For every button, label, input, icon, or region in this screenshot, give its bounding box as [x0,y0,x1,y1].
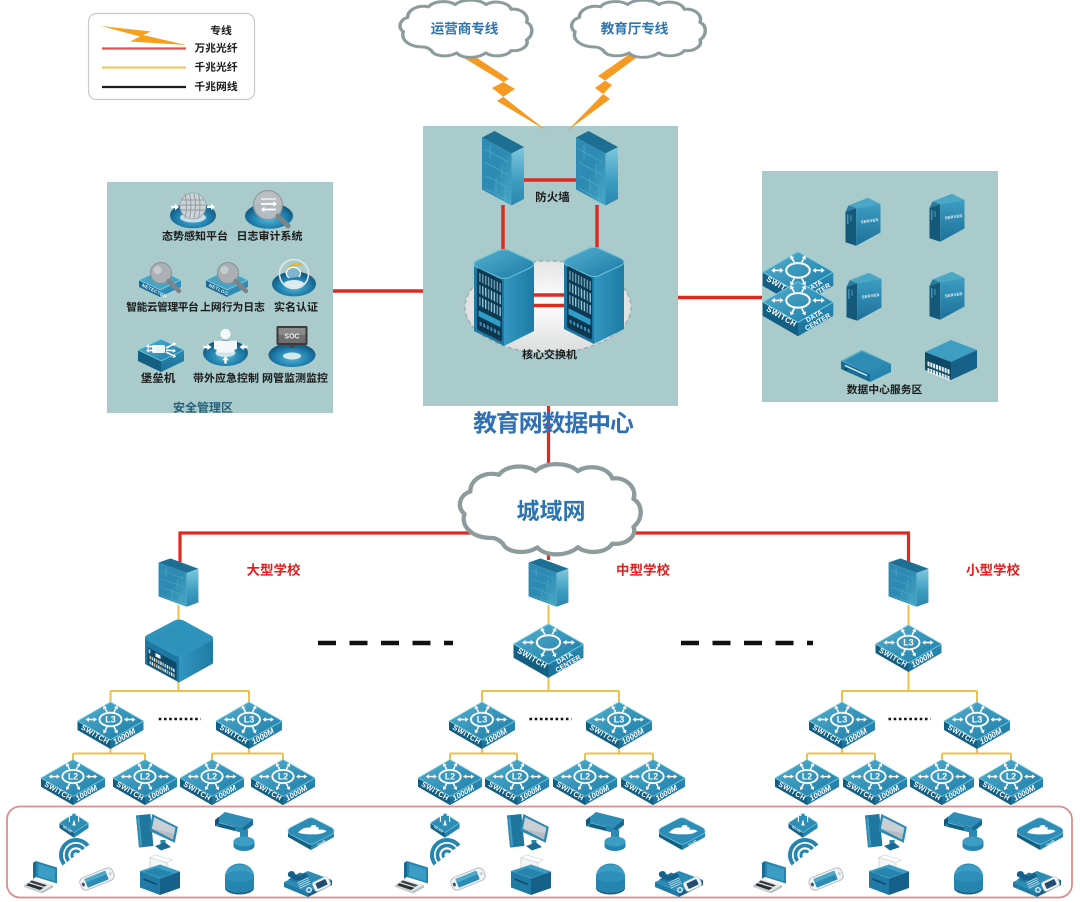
svg-text:L2: L2 [580,772,590,782]
svg-text:SERVER: SERVER [944,291,962,298]
svg-text:SERVER: SERVER [860,217,878,224]
svg-text:WLAN: WLAN [62,825,73,834]
svg-text:WLAN: WLAN [433,825,444,834]
svg-text:L2: L2 [937,772,947,782]
svg-text:L3: L3 [244,715,255,725]
svg-text:VoIP: VoIP [316,839,327,848]
svg-text:L3: L3 [614,715,625,725]
svg-text:WLAN: WLAN [791,825,802,834]
svg-text:L2: L2 [140,772,150,782]
svg-text:L2: L2 [1006,772,1016,782]
svg-text:L3: L3 [972,715,983,725]
svg-text:L3: L3 [105,715,116,725]
svg-text:L2: L2 [278,772,288,782]
svg-text:L3: L3 [477,715,488,725]
svg-text:L2: L2 [870,772,880,782]
svg-text:SERVER: SERVER [861,292,879,299]
svg-text:L2: L2 [68,772,78,782]
svg-text:L3: L3 [837,715,848,725]
svg-text:SERVER: SERVER [944,213,962,220]
svg-text:L2: L2 [802,772,812,782]
svg-text:SOC: SOC [284,334,299,341]
svg-text:L2: L2 [445,772,455,782]
svg-text:L3: L3 [903,638,914,648]
svg-text:L2: L2 [207,772,217,782]
svg-text:VoIP: VoIP [687,839,698,848]
svg-text:VoIP: VoIP [1045,839,1056,848]
svg-text:L2: L2 [648,772,658,782]
svg-text:L2: L2 [512,772,522,782]
